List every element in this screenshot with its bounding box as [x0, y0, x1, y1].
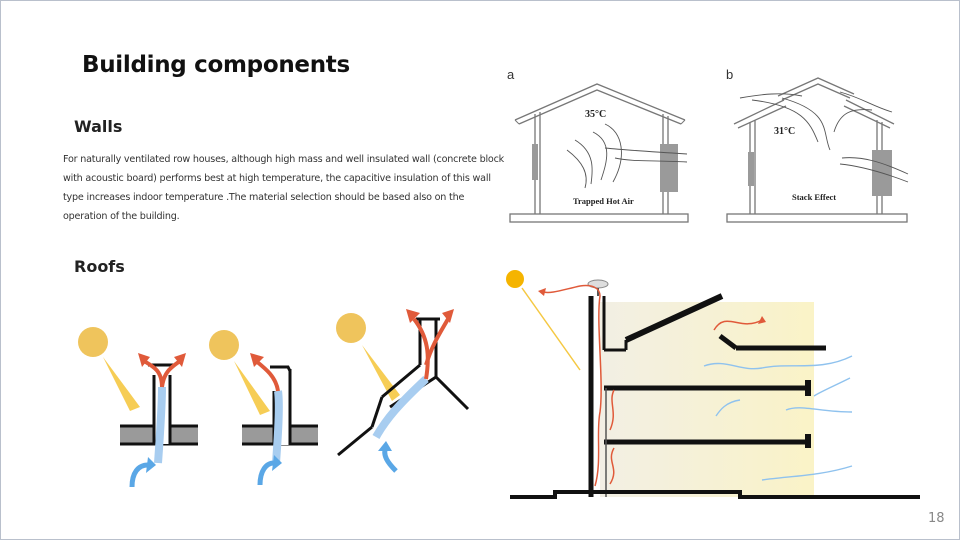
- panel-b-letter: b: [726, 67, 733, 82]
- sun-icon: [336, 313, 366, 343]
- sun-icon: [506, 270, 524, 288]
- roof-sketch-1: [78, 327, 198, 488]
- walls-heading: Walls: [74, 117, 123, 136]
- walls-description: For naturally ventilated row houses, alt…: [63, 154, 505, 222]
- roof-sketch-3: [336, 309, 470, 473]
- slide-title: Building components: [82, 52, 350, 78]
- sun-icon: [78, 327, 108, 357]
- building-section-illustration: [506, 270, 920, 499]
- panel-a-caption: Trapped Hot Air: [573, 196, 634, 206]
- roof-ventilation-sketches: [78, 309, 470, 488]
- ventilation-diagram: a 35°C Trapped Hot Air: [507, 67, 689, 223]
- roofs-heading: Roofs: [74, 257, 125, 276]
- roof-sketch-2: [209, 330, 318, 486]
- panel-a-letter: a: [507, 67, 515, 82]
- panel-b-temperature: 31°C: [774, 126, 795, 137]
- sun-icon: [209, 330, 239, 360]
- panel-a-temperature: 35°C: [585, 109, 606, 120]
- panel-b-caption: Stack Effect: [792, 192, 836, 202]
- stack-effect-diagram: b 31°C Stack Effect: [726, 67, 909, 223]
- page-number: 18: [928, 511, 945, 526]
